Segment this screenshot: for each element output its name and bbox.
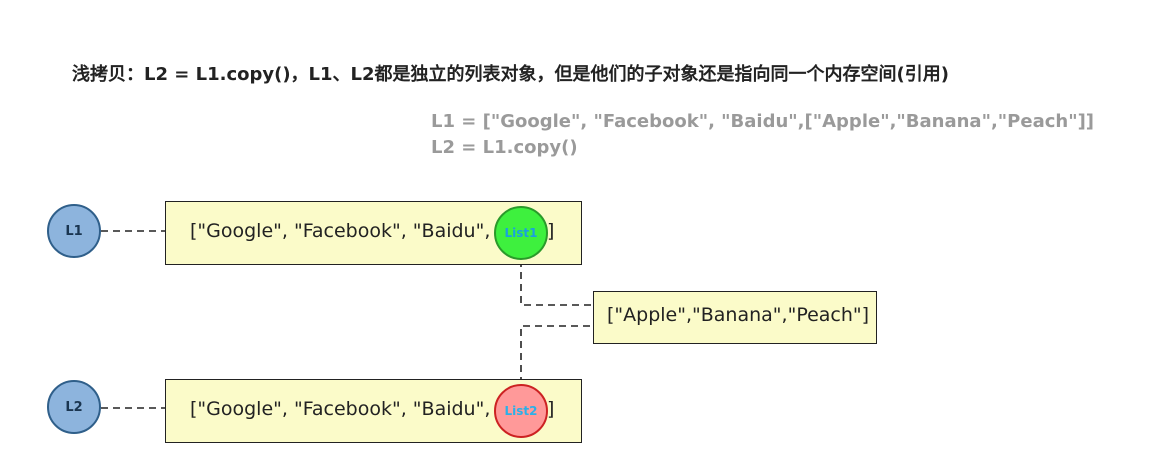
code-line-2: L2 = L1.copy() (431, 137, 578, 158)
list1-to-inner-connector (520, 260, 593, 306)
code-line-1: L1 = ["Google", "Facebook", "Baidu",["Ap… (431, 111, 1095, 132)
inner-list-text: ["Apple","Banana","Peach"] (607, 304, 870, 326)
l1-list-close-bracket: ] (547, 220, 555, 242)
list1-reference-label: List1 (504, 226, 538, 240)
list2-reference-label: List2 (504, 404, 538, 418)
l2-list-close-bracket: ] (547, 398, 555, 420)
l2-variable-label: L2 (65, 399, 83, 415)
list1-reference-node: List1 (494, 206, 548, 260)
l2-list-text: ["Google", "Facebook", "Baidu", (190, 398, 491, 420)
list2-reference-node: List2 (494, 384, 548, 438)
l2-variable-node: L2 (47, 380, 101, 434)
inner-list-box (593, 291, 877, 344)
l1-variable-label: L1 (65, 223, 83, 239)
diagram-title: 浅拷贝：L2 = L1.copy()，L1、L2都是独立的列表对象，但是他们的子… (72, 64, 949, 85)
l1-list-text: ["Google", "Facebook", "Baidu", (190, 220, 491, 242)
l1-variable-node: L1 (47, 204, 101, 258)
list2-to-inner-connector (520, 325, 593, 384)
